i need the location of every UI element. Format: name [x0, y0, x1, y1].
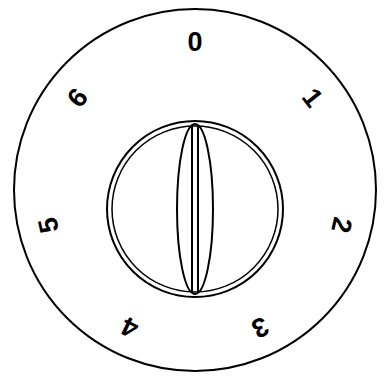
- dial-number: 5: [34, 215, 64, 236]
- dial-number: 3: [247, 312, 272, 343]
- dial-number: 6: [62, 84, 92, 113]
- dial-number: 0: [187, 29, 202, 56]
- knob-inner-ring: [112, 126, 278, 292]
- knob-outer-ring: [107, 121, 283, 297]
- dial-number: 2: [326, 215, 356, 236]
- dial-number: 1: [297, 84, 327, 113]
- dial-rim: [14, 9, 376, 371]
- pointer-line: [197, 125, 199, 293]
- dial-number: 4: [117, 312, 142, 343]
- knob-grip: [177, 124, 213, 294]
- pointer-line: [191, 125, 193, 293]
